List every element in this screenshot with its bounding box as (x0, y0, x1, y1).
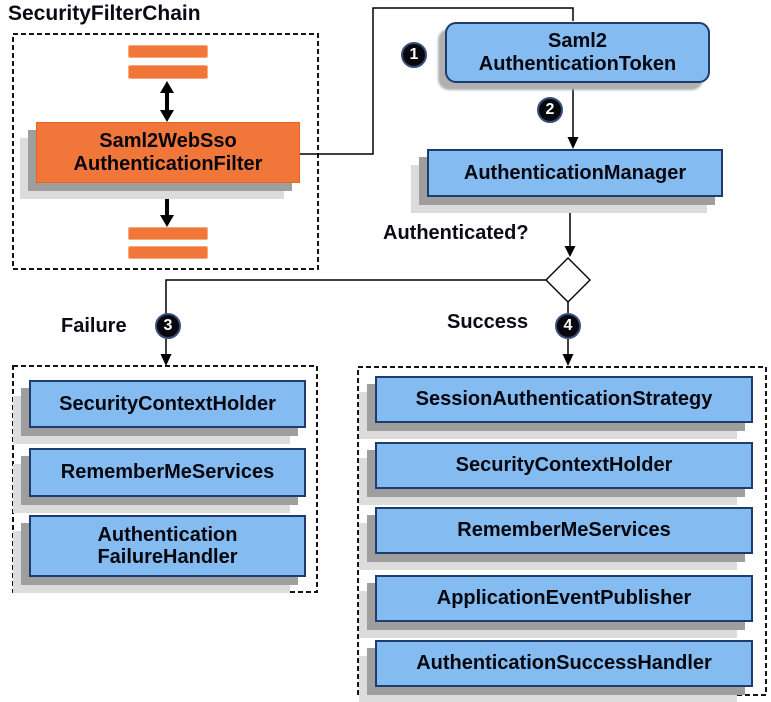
failure-dashed-box (12, 365, 318, 593)
upper-double-arrow-bottom-head (160, 110, 174, 122)
step-badge-3: 3 (155, 313, 181, 339)
success-branch-arrowhead (562, 354, 574, 366)
filter-bar-bottom-2 (128, 246, 208, 259)
success-remember-me-services-node: RememberMeServices (375, 507, 753, 554)
failure-label: Failure (61, 315, 127, 337)
step-badge-1: 1 (401, 42, 427, 68)
lower-double-arrow-bottom-head (160, 215, 174, 227)
success-security-context-holder-node: SecurityContextHolder (375, 442, 753, 489)
failure-authentication-failure-handler-node: Authentication FailureHandler (29, 515, 306, 577)
success-application-event-publisher-node: ApplicationEventPublisher (375, 575, 753, 622)
filter-bar-top-2 (128, 65, 208, 79)
success-authentication-success-handler-node: AuthenticationSuccessHandler (375, 640, 753, 687)
decision-diamond (545, 257, 591, 303)
failure-remember-me-services-node: RememberMeServices (29, 448, 306, 497)
success-dashed-box (357, 366, 767, 696)
authentication-manager-node: AuthenticationManager (427, 149, 723, 197)
security-filter-chain-dashed-box (12, 33, 319, 270)
step-badge-2: 2 (537, 97, 563, 123)
success-label: Success (447, 311, 529, 333)
success-session-authentication-strategy-node: SessionAuthenticationStrategy (375, 376, 753, 423)
manager-to-decision-arrowhead (564, 246, 576, 257)
step-badge-4: 4 (555, 313, 581, 339)
token-to-manager-arrowhead (567, 137, 579, 149)
saml2-web-sso-authentication-filter-node: Saml2WebSso AuthenticationFilter (36, 122, 300, 183)
upper-double-arrow-top-head (160, 81, 174, 93)
failure-branch-arrowhead (160, 354, 172, 366)
saml2-authentication-token-node: Saml2 AuthenticationToken (445, 22, 710, 83)
filter-bar-bottom-1 (128, 227, 208, 240)
failure-security-context-holder-node: SecurityContextHolder (29, 380, 306, 428)
lower-double-arrow-top-head (160, 186, 174, 198)
authenticated-question-label: Authenticated? (383, 222, 529, 244)
diagram-title: SecurityFilterChain (8, 2, 201, 25)
filter-bar-top-1 (128, 45, 208, 58)
filter-to-token-connector (300, 7, 574, 155)
